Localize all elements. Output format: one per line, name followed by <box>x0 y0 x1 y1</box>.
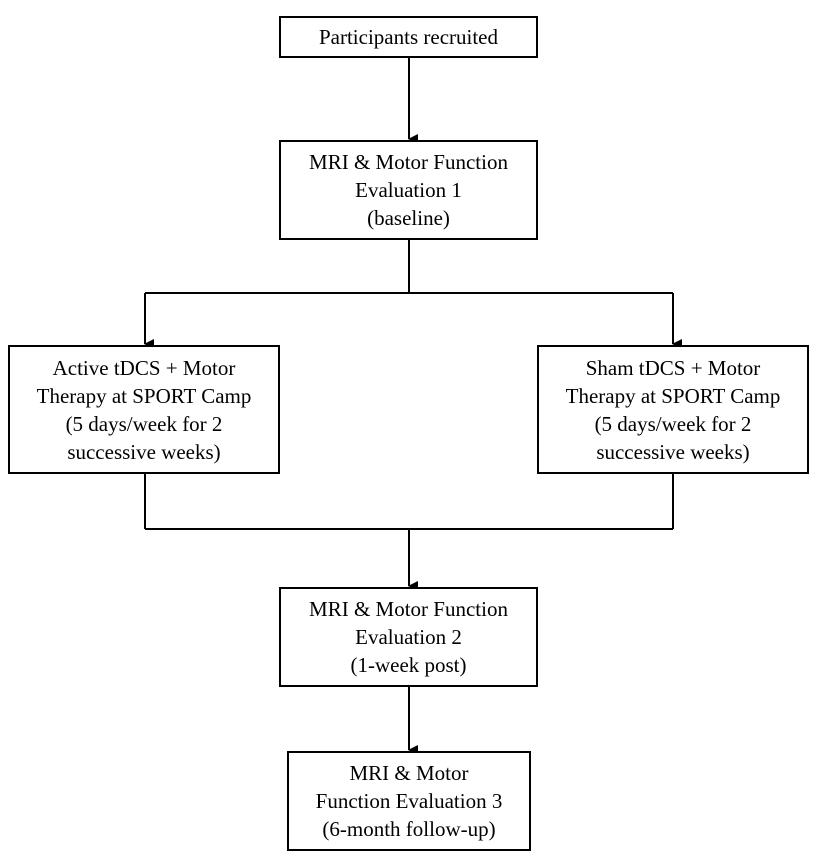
box-text-line: Active tDCS + Motor <box>52 355 236 380</box>
box-text-line: Therapy at SPORT Camp <box>36 383 252 408</box>
evaluation-1-box: MRI & Motor Function Evaluation 1 (basel… <box>279 140 538 240</box>
box-text-line: MRI & Motor <box>349 761 469 785</box>
box-text-line: (baseline) <box>367 206 450 230</box>
sham-tdcs-box: Sham tDCS + Motor Therapy at SPORT Camp … <box>537 345 809 474</box>
box-text-line: Therapy at SPORT Camp <box>565 383 781 408</box>
participants-recruited-box: Participants recruited <box>279 16 538 58</box>
box-text-line: Sham tDCS + Motor <box>585 355 761 380</box>
active-tdcs-box: Active tDCS + Motor Therapy at SPORT Cam… <box>8 345 280 474</box>
box-text-line: MRI & Motor Function <box>309 150 508 174</box>
box-text-line: Evaluation 2 <box>355 625 462 649</box>
evaluation-2-box: MRI & Motor Function Evaluation 2 (1-wee… <box>279 587 538 687</box>
box-text-line: (5 days/week for 2 <box>65 411 223 436</box>
box-text-line: MRI & Motor Function <box>309 597 508 621</box>
box-text-line: Evaluation 1 <box>355 178 462 202</box>
box-text-line: (1-week post) <box>350 653 467 677</box>
box-text-line: Participants recruited <box>318 25 498 49</box>
box-text-line: successive weeks) <box>67 439 221 464</box>
box-text-line: successive weeks) <box>596 439 750 464</box>
evaluation-3-box: MRI & Motor Function Evaluation 3 (6-mon… <box>287 751 531 851</box>
box-text-line: (5 days/week for 2 <box>594 411 752 436</box>
box-text-line: Function Evaluation 3 <box>315 789 503 813</box>
box-text-line: (6-month follow-up) <box>322 817 496 841</box>
